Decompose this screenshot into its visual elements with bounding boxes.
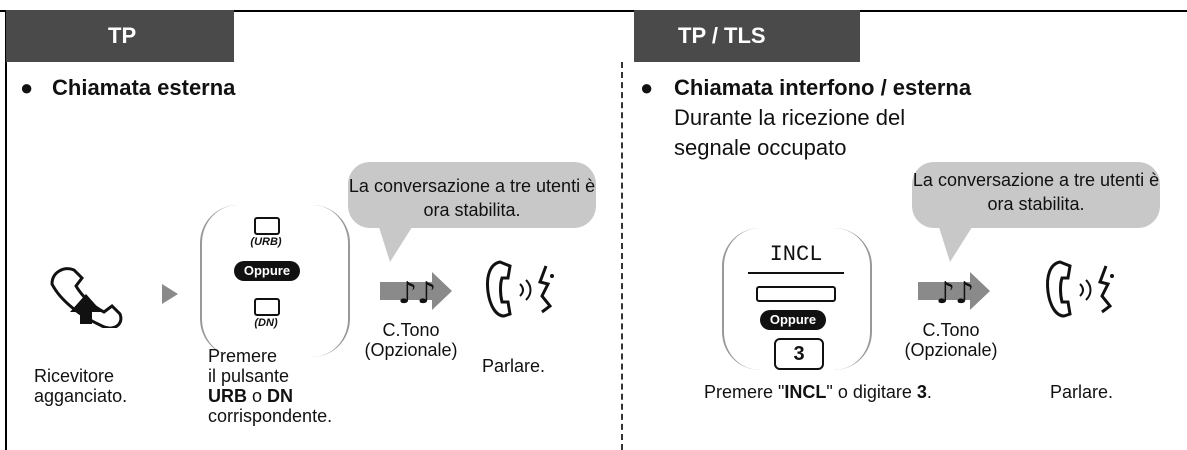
step2-line3: URB o DN [208,386,332,406]
section-subtitle: Durante la ricezione del segnale occupat… [674,103,905,163]
line-key [756,286,836,302]
bubble-text: La conversazione a tre utenti è ora stab… [912,170,1160,214]
step-end: . [926,382,932,402]
digit-key: 3 [774,338,824,370]
music-note-icon: ♪♪ [398,276,436,310]
bubble-tail [938,224,974,262]
tone-label: C.Tono (Opzionale) [896,320,1006,360]
step2-label: Premere il pulsante URB o DN corrisponde… [208,346,332,426]
tone-arrow-icon: ♪♪ [918,272,990,310]
frame-left-line [5,10,7,450]
step2-dn: DN [267,386,294,406]
handset-on-hook-icon [50,267,123,328]
bracket-right [290,205,350,357]
step-mid: " o digitare [826,382,917,402]
step-digit: 3 [916,382,927,402]
frame-top-line [0,10,1187,12]
tone-line1: C.Tono [922,320,980,340]
step2-line1: Premere [208,346,278,366]
tone-line1: C.Tono [382,320,440,340]
dn-key [254,298,280,316]
talking-person-icon [1046,260,1114,318]
urb-key-label: (URB) [250,236,282,248]
step-label: Premere "INCL" o digitare 3. [704,382,932,402]
tone-line2: (Opzionale) [364,340,458,360]
tab-tp-tls: TP / TLS [634,10,860,62]
bullet-icon: ● [20,75,34,100]
incl-key: INCL [748,242,844,274]
bracket-left [200,205,342,357]
tab-tp: TP [6,10,234,62]
tone-line2: (Opzionale) [904,340,998,360]
subtitle-line1: Durante la ricezione del [674,105,906,130]
step1-line1: Ricevitore [34,366,115,386]
step1-label: Ricevitore agganciato. [34,366,127,406]
section-divider [621,62,623,450]
arrow-right-icon [162,284,178,304]
bracket-right [820,228,872,370]
or-badge: Oppure [234,261,300,281]
step-pre: Premere " [704,382,785,402]
section-title: Chiamata interfono / esterna [674,75,972,100]
bracket-left [722,228,824,370]
step2-line2: il pulsante [208,366,290,386]
tone-label: C.Tono (Opzionale) [356,320,466,360]
music-note-icon: ♪♪ [936,276,974,310]
speech-bubble: La conversazione a tre utenti è ora stab… [348,162,596,228]
or-badge: Oppure [760,310,826,330]
bubble-text: La conversazione a tre utenti è ora stab… [348,176,596,220]
tab-tp-tls-label: TP / TLS [678,23,766,48]
step1-line2: agganciato. [34,386,128,406]
subtitle-line2: segnale occupato [674,135,847,160]
dn-key-label: (DN) [254,317,278,329]
bullet-icon: ● [640,75,654,100]
talk-label: Parlare. [482,356,546,376]
talk-label: Parlare. [1050,382,1114,402]
section-title: Chiamata esterna [52,75,236,100]
tab-tp-label: TP [108,23,137,48]
bubble-tail [378,224,414,262]
urb-key [254,217,280,235]
tone-arrow-icon: ♪♪ [380,272,452,310]
talking-person-icon [486,260,554,318]
step2-urb: URB [208,386,247,406]
speech-bubble: La conversazione a tre utenti è ora stab… [912,162,1160,228]
step2-o: o [247,386,268,406]
step-incl: INCL [784,382,827,402]
step2-line4: corrispondente. [208,406,333,426]
